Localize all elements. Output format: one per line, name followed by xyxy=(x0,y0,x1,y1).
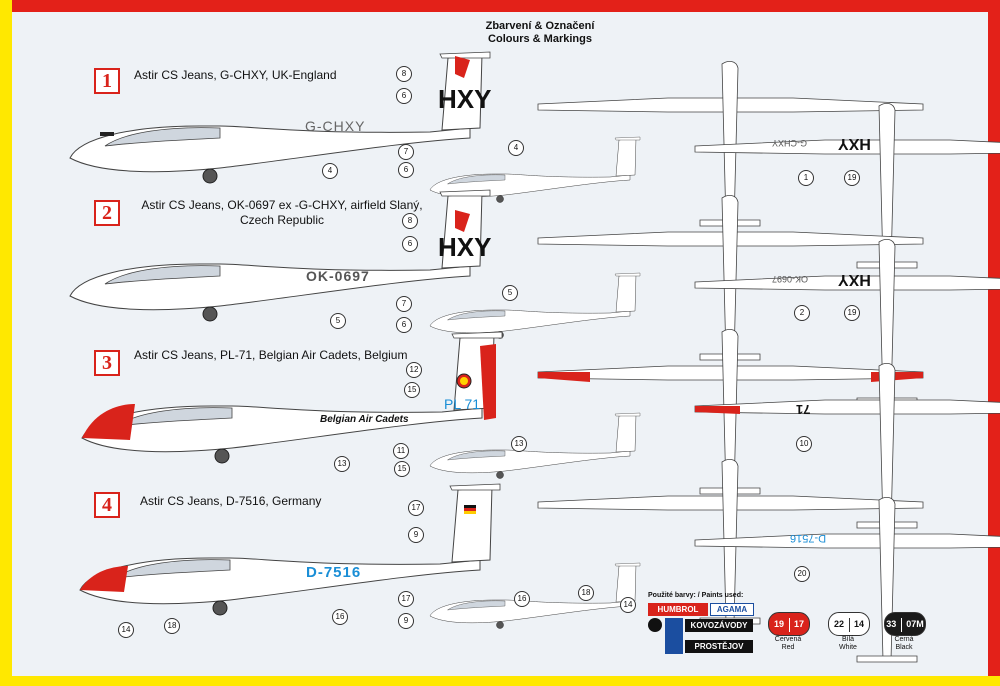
scheme-caption-2: Astir CS Jeans, OK-0697 ex -G-CHXY, airf… xyxy=(141,198,423,227)
callout: 20 xyxy=(794,566,810,582)
callout: 11 xyxy=(393,443,409,459)
scheme-3-tail-code: PL 71 xyxy=(444,396,481,412)
title-cz: Zbarvení & Označení xyxy=(485,20,595,32)
scheme-2-wing-tail-code: HXY xyxy=(838,271,871,288)
scheme-number-3: 3 xyxy=(94,350,120,376)
callout: 8 xyxy=(402,213,418,229)
swatch-red-name-cz: Červená xyxy=(774,636,802,643)
callout: 1 xyxy=(798,170,814,186)
scheme-number-1: 1 xyxy=(94,68,120,94)
callout: 19 xyxy=(844,170,860,186)
scheme-4-small-side-view xyxy=(429,562,641,629)
callout: 10 xyxy=(796,436,812,452)
page-title: Zbarvení & Označení Colours & Markings xyxy=(440,20,640,46)
callout: 6 xyxy=(402,236,418,252)
scheme-4-wing-registration: D-7516 xyxy=(790,532,827,544)
callout: 15 xyxy=(404,382,420,398)
brand-humbrol: HUMBROL xyxy=(648,603,708,616)
callout: 4 xyxy=(322,163,338,179)
swatch-code: 14 xyxy=(854,619,865,629)
swatch-code: 07M xyxy=(906,619,924,629)
swatch-code: 17 xyxy=(794,619,805,629)
scheme-number-2: 2 xyxy=(94,200,120,226)
frame-band-right xyxy=(988,0,1000,686)
swatch-black-name-cz: Černá xyxy=(894,636,914,643)
callout: 4 xyxy=(508,140,524,156)
callout: 18 xyxy=(164,618,180,634)
scheme-1-wing-tail-code: HXY xyxy=(838,135,871,152)
scheme-caption-4: Astir CS Jeans, D-7516, Germany xyxy=(140,494,322,508)
callout: 9 xyxy=(398,613,414,629)
paints-used-label: Použité barvy: / Paints used: xyxy=(648,592,744,599)
callout: 9 xyxy=(408,527,424,543)
swatch-code: 22 xyxy=(833,619,844,629)
callout: 19 xyxy=(844,305,860,321)
scheme-2-registration: OK-0697 xyxy=(306,268,370,284)
scheme-3-wing-number: 71 xyxy=(796,402,811,417)
callout: 5 xyxy=(502,285,518,301)
swatch-white-name-en: White xyxy=(839,644,857,651)
swatch-divider xyxy=(900,617,902,632)
swatch-black-name-en: Black xyxy=(895,644,913,651)
scheme-2-side-view xyxy=(69,189,491,322)
frame-band-bottom xyxy=(0,676,1000,686)
callout: 13 xyxy=(511,436,527,452)
scheme-1-registration: G-CHXY xyxy=(305,118,366,134)
frame-band-top xyxy=(0,0,1000,12)
scheme-3-bottom-view xyxy=(694,362,1000,529)
scheme-3-fuselage-text: Belgian Air Cadets xyxy=(320,414,409,425)
callout: 18 xyxy=(578,585,594,601)
scheme-1-tail-code: HXY xyxy=(438,84,492,114)
scheme-4-side-view xyxy=(79,483,501,616)
scheme-4-registration: D-7516 xyxy=(306,564,362,581)
swatch-white-name-cz: Bílá xyxy=(841,636,855,643)
brand-kovozavody: KOVOZÁVODY xyxy=(685,619,753,632)
swatch-code: 33 xyxy=(886,619,897,629)
swatch-divider xyxy=(788,617,790,632)
callout: 5 xyxy=(330,313,346,329)
callout: 2 xyxy=(794,305,810,321)
swatch-white: 22 14 xyxy=(828,612,870,636)
callout: 6 xyxy=(396,317,412,333)
swatch-red: 19 17 xyxy=(768,612,810,636)
scheme-number-4: 4 xyxy=(94,492,120,518)
brand-prostejov: PROSTĚJOV xyxy=(685,640,753,653)
brand-agama: AGAMA xyxy=(710,603,754,616)
scheme-caption-1: Astir CS Jeans, G-CHXY, UK-England xyxy=(134,68,337,82)
callout: 6 xyxy=(396,88,412,104)
scheme-2-small-side-view xyxy=(429,272,641,339)
callout: 7 xyxy=(398,144,414,160)
callout: 16 xyxy=(514,591,530,607)
scheme-1-wing-registration: G-CHXY xyxy=(772,138,808,148)
copyright-icon xyxy=(648,618,662,632)
callout: 17 xyxy=(408,500,424,516)
callout: 12 xyxy=(406,362,422,378)
kovozavody-logo-icon xyxy=(665,618,683,654)
title-en: Colours & Markings xyxy=(488,33,592,45)
scheme-2-tail-code: HXY xyxy=(438,232,492,262)
callout: 8 xyxy=(396,66,412,82)
callout: 14 xyxy=(118,622,134,638)
scheme-3-small-side-view xyxy=(429,412,641,479)
callout: 16 xyxy=(332,609,348,625)
scheme-2-wing-registration: OK-0697 xyxy=(772,274,809,284)
callout: 14 xyxy=(620,597,636,613)
frame-band-left xyxy=(0,0,12,686)
callout: 13 xyxy=(334,456,350,472)
swatch-red-name-en: Red xyxy=(781,644,795,651)
callout: 15 xyxy=(394,461,410,477)
scheme-3-side-view xyxy=(81,331,503,464)
scheme-caption-3: Astir CS Jeans, PL-71, Belgian Air Cadet… xyxy=(134,348,408,362)
scheme-1-side-view xyxy=(69,51,491,184)
callout: 17 xyxy=(398,591,414,607)
callout: 7 xyxy=(396,296,412,312)
swatch-black: 33 07M xyxy=(884,612,926,636)
callout: 6 xyxy=(398,162,414,178)
swatch-divider xyxy=(848,617,850,632)
swatch-code: 19 xyxy=(773,619,784,629)
